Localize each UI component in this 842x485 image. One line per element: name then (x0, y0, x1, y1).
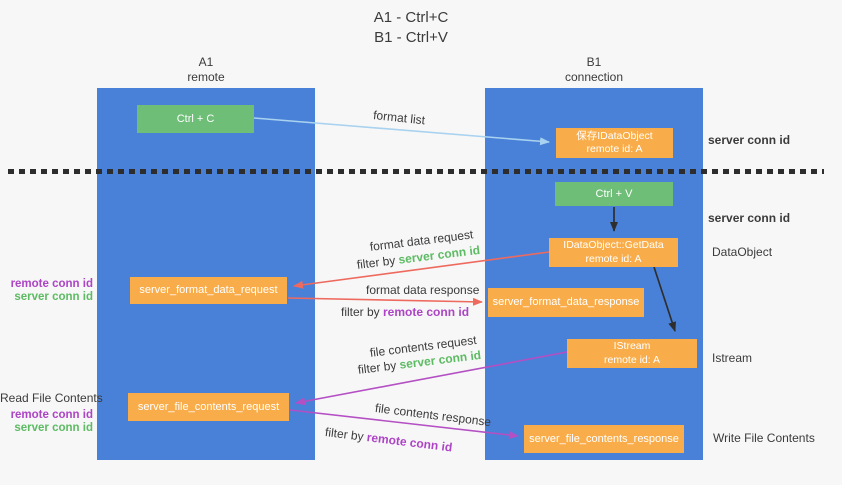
node-server-format-data-request-label: server_format_data_request (139, 284, 278, 296)
remote-conn-id-text: remote conn id (365, 430, 454, 455)
title-line-b1: B1 - Ctrl+V (374, 29, 448, 46)
lane-b1-subtitle: connection (564, 70, 624, 84)
edge-label-file-contents-response: file contents response (374, 401, 492, 430)
server-conn-id-label: server conn id (14, 290, 93, 303)
node-save-idataobject-line2: remote id: A (586, 143, 643, 155)
remote-conn-id-label: remote conn id (10, 409, 93, 421)
node-save-idataobject-line1: 保存IDataObject (576, 129, 653, 142)
diagram-title: A1 - Ctrl+C B1 - Ctrl+V (311, 8, 511, 48)
node-istream-line2: remote id: A (603, 353, 661, 366)
node-server-file-contents-response-label: server_file_contents_response (529, 432, 679, 445)
edge-label-filter-by-remote-conn-id-1: filter by remote conn id (341, 305, 469, 319)
node-getdata-line2: remote id: A (585, 252, 642, 265)
side-label-server-conn-id-mid: server conn id (708, 211, 791, 225)
node-idataobject-getdata: IDataObject::GetData remote id: A (549, 238, 678, 267)
node-ctrl-v: Ctrl + V (555, 182, 673, 206)
remote-conn-id-label: remote conn id (10, 278, 93, 290)
lane-header-b1: B1 connection (485, 55, 703, 85)
side-label-conn-ids-format: remote conn id server conn id (0, 278, 93, 303)
server-conn-id-label: server conn id (14, 421, 93, 434)
node-server-format-data-response-label: server_format_data_response (492, 296, 640, 308)
node-server-file-contents-request-label: server_file_contents_request (137, 400, 280, 413)
node-server-file-contents-response: server_file_contents_response (524, 425, 684, 453)
lane-a1-subtitle: remote (187, 70, 225, 84)
node-server-format-data-response: server_format_data_response (488, 288, 644, 317)
side-label-write-file-contents: Write File Contents (713, 431, 815, 445)
edge-label-filter-by-remote-conn-id-2: filter by remote conn id (324, 425, 453, 454)
node-ctrl-c-label: Ctrl + C (176, 112, 215, 125)
filter-by-text: filter by (356, 252, 400, 272)
filter-by-text: filter by (357, 357, 401, 377)
filter-by-text: filter by (341, 305, 384, 319)
filter-by-text: filter by (324, 425, 368, 445)
side-label-istream: Istream (712, 351, 753, 365)
side-label-conn-ids-file: remote conn id server conn id (0, 409, 93, 434)
node-ctrl-c: Ctrl + C (137, 105, 254, 133)
edge-label-format-list: format list (372, 108, 426, 128)
node-save-idataobject: 保存IDataObject remote id: A (556, 128, 673, 158)
arrow-format-data-response (287, 297, 483, 306)
side-label-server-conn-id-top: server conn id (708, 133, 791, 147)
side-label-read-file-contents: Read File Contents (0, 391, 103, 405)
remote-conn-id-text: remote conn id (383, 305, 470, 319)
node-server-file-contents-request: server_file_contents_request (128, 393, 289, 421)
node-ctrl-v-label: Ctrl + V (595, 187, 633, 200)
edge-label-format-data-response: format data response (366, 283, 480, 297)
lane-header-a1: A1 remote (97, 55, 315, 85)
machine-boundary-dotted-line (8, 169, 824, 174)
lane-a1-name: A1 (198, 55, 214, 69)
node-istream-line1: IStream (613, 340, 651, 352)
title-line-a1: A1 - Ctrl+C (373, 9, 449, 26)
node-getdata-line1: IDataObject::GetData (563, 239, 664, 251)
node-istream: IStream remote id: A (567, 339, 697, 368)
node-server-format-data-request: server_format_data_request (130, 277, 287, 304)
lane-b1-name: B1 (586, 55, 602, 69)
side-label-dataobject: DataObject (712, 245, 773, 259)
